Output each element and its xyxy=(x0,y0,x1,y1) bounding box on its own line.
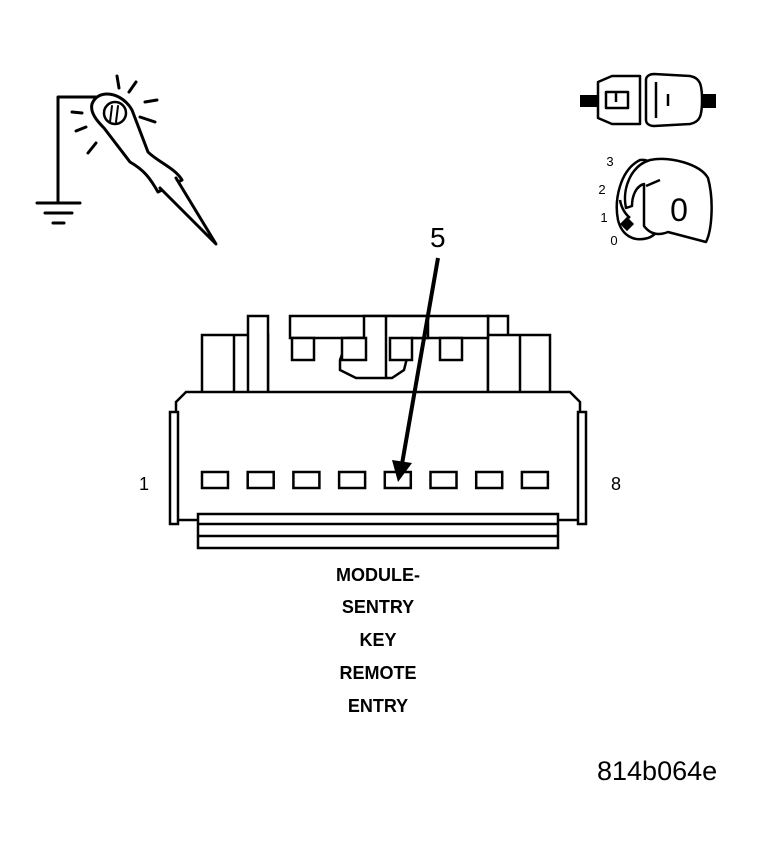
pin-cavity-4 xyxy=(337,470,367,490)
ignition-position-0: 0 xyxy=(610,233,617,248)
figure-id: 814b064e xyxy=(597,756,718,786)
test-light-probe-icon xyxy=(35,74,218,246)
pin-cavity-8 xyxy=(520,470,550,490)
caption-line-3: KEY xyxy=(359,630,397,650)
caption-line-1: MODULE- xyxy=(336,565,420,585)
ignition-key-off-icon: 0 3 2 1 0 xyxy=(598,154,713,248)
pin-cavity-1 xyxy=(200,470,230,490)
pin-number-first: 1 xyxy=(139,474,150,494)
caption-line-2: SENTRY xyxy=(341,597,415,617)
pin-cavity-7 xyxy=(474,470,504,490)
caption-line-5: ENTRY xyxy=(347,696,409,716)
pin-cavity-3 xyxy=(292,470,321,490)
pin-cavity-2 xyxy=(246,470,275,490)
callout-pin-label: 5 xyxy=(430,222,446,253)
ignition-position-3: 3 xyxy=(606,154,613,169)
ignition-key-position: 0 xyxy=(670,192,688,228)
ignition-position-1: 1 xyxy=(600,210,607,225)
connector-face xyxy=(168,314,588,550)
callout-arrow xyxy=(392,257,440,482)
ignition-position-2: 2 xyxy=(598,182,605,197)
pin-cavities xyxy=(200,470,550,490)
caption-line-4: REMOTE xyxy=(339,663,417,683)
disconnected-connector-icon xyxy=(580,72,716,128)
pin-cavity-6 xyxy=(429,470,458,490)
pin-number-last: 8 xyxy=(611,474,622,494)
